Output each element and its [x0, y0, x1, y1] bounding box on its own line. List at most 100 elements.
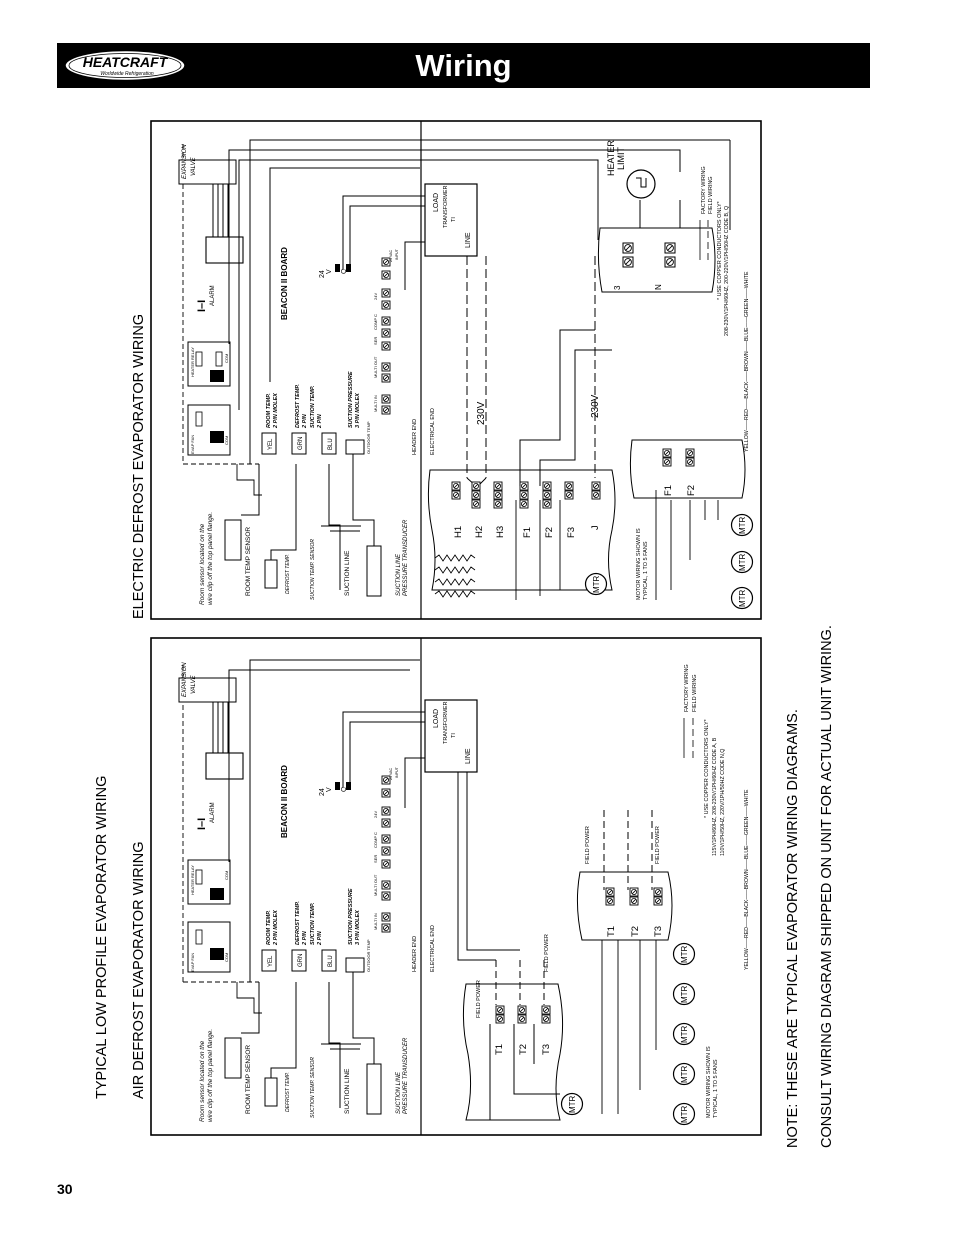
electrical-end-label: ELECTRICAL END — [430, 925, 436, 972]
comp-c-label: COMP C — [373, 314, 378, 330]
suction-temp-sensor-label: SUCTION TEMP. SENSOR — [310, 539, 316, 600]
transformer-label: TRANSFORMER — [443, 702, 449, 745]
header-end-label: HEADER END — [412, 419, 418, 455]
input-label: INPUT — [395, 248, 399, 260]
field-wiring-label: FIELD WIRING — [708, 176, 714, 214]
limit-label: LIMIT — [616, 146, 626, 170]
three-pin-molex-label: 3 PIN MOLEX — [355, 910, 361, 945]
wire-colors-legend: YELLOW——RED——BLACK——BROWN——BLUE——GREEN——… — [744, 789, 750, 970]
ti-label: TI — [451, 733, 457, 738]
beacon-board-label: BEACON II BOARD — [280, 765, 289, 838]
defrost-temp-label: DEFROST TEMP. — [295, 384, 301, 428]
mtr-label: MTR — [680, 985, 689, 1003]
twentyfour-label: 24 — [319, 270, 326, 278]
electric-defrost-diagram: EXPANSION VALVE I–I ALARM HEATER RELAY C… — [150, 120, 762, 620]
room-temp-label: ROOM TEMP. — [266, 393, 272, 428]
three-pin-molex-label: 3 PIN MOLEX — [355, 393, 361, 428]
transformer-label: TRANSFORMER — [443, 186, 449, 229]
terminal-j: J — [590, 525, 601, 530]
air-codes-label-2: 110V/1PH/50HZ, 220V/1PH/50HZ CODE N,Q — [720, 749, 726, 856]
terminal-t3: T3 — [541, 1044, 552, 1055]
terminal-t2: T2 — [518, 1044, 529, 1055]
evap-fan-label: EVAP FAN — [190, 435, 195, 454]
mtr-label: MTR — [738, 553, 747, 571]
terminal-t2-right: T2 — [630, 926, 641, 937]
fan-terminal-f1: F1 — [663, 485, 674, 496]
suction-temp-label: SUCTION TEMP. — [310, 385, 316, 428]
mtr-label: MTR — [680, 1025, 689, 1043]
heatcraft-logo: HEATCRAFT Worldwide Refrigeration — [64, 49, 186, 82]
com-label: COM — [224, 354, 229, 363]
multi-in-label: MULTI IN — [373, 395, 378, 412]
v-label: V — [326, 269, 333, 274]
page-title: Wiring — [415, 48, 512, 83]
line-label: LINE — [465, 748, 472, 764]
terminal-f2: F2 — [544, 527, 555, 538]
yel-label: YEL — [268, 955, 274, 967]
evap-fan-label: EVAP FAN — [190, 953, 195, 972]
terminal-h2: H2 — [474, 526, 485, 538]
suction-line-label: SUCTION LINE — [344, 1068, 351, 1114]
molex-label: 2 PIN MOLEX — [273, 910, 279, 946]
field-wiring-label: FIELD WIRING — [692, 674, 698, 712]
suction-line-label: SUCTION LINE — [344, 550, 351, 596]
defrost-temp-label: DEFROST TEMP. — [295, 901, 301, 945]
suction-pressure-label: SUCTION PRESSURE — [348, 888, 354, 945]
heading-typical: TYPICAL LOW PROFILE EVAPORATOR WIRING — [94, 776, 110, 1099]
note-line-2: CONSULT WIRING DIAGRAM SHIPPED ON UNIT F… — [819, 625, 835, 1148]
alarm-label: ALARM — [210, 802, 216, 823]
line-label: LINE — [465, 232, 472, 248]
motor-wiring-note-1: MOTOR WIRING SHOWN IS — [636, 528, 642, 600]
input-label: INPUT — [395, 766, 399, 778]
wire-colors-legend: YELLOW——RED——BLACK——BROWN——BLUE——GREEN——… — [744, 271, 750, 452]
field-power-label-3: FIELD POWER — [585, 826, 591, 864]
two-pin-label: 2 PIN — [302, 930, 308, 946]
c-label: C — [341, 269, 348, 274]
multi-out-label: MULTI OUT — [373, 356, 378, 378]
com-label: COM — [224, 871, 229, 880]
use-copper-label: * USE COPPER CONDUCTORS ONLY* — [717, 200, 723, 300]
mtr-label: MTR — [680, 945, 689, 963]
heading-air-defrost: AIR DEFROST EVAPORATOR WIRING — [131, 841, 147, 1099]
valve-label: VALVE — [191, 156, 197, 176]
outdoor-temp-label: OUTDOOR TEMP — [366, 421, 371, 454]
factory-wiring-label: FACTORY WIRING — [684, 664, 690, 712]
blu-label: BLU — [328, 955, 334, 967]
grn-label: GRN — [298, 954, 304, 967]
heading-electric-defrost: ELECTRIC DEFROST EVAPORATOR WIRING — [131, 314, 147, 619]
c-label: C — [341, 787, 348, 792]
230v-label-1: 230V — [476, 401, 487, 425]
note-line-1: NOTE: THESE ARE TYPICAL EVAPORATOR WIRIN… — [785, 709, 801, 1148]
mtr-label: MTR — [738, 589, 747, 607]
ser-label: SER — [373, 337, 378, 345]
vac24-label: 24 VAC — [389, 767, 393, 780]
ser-label: SER — [373, 855, 378, 863]
mtr-label: MTR — [592, 575, 601, 593]
outdoor-temp-label: OUTDOOR TEMP — [366, 939, 371, 972]
yel-label: YEL — [268, 438, 274, 450]
beacon-board-label: BEACON II BOARD — [280, 247, 289, 320]
defrost-temp-sensor-label: DEFROST TEMP. — [285, 1072, 291, 1112]
mtr-label: MTR — [738, 516, 747, 534]
load-label: LOAD — [433, 193, 440, 212]
field-power-label-1: FIELD POWER — [476, 980, 482, 1018]
terminal-f3: F3 — [566, 527, 577, 538]
logo-tagline: Worldwide Refrigeration — [100, 71, 154, 77]
terminal-f1: F1 — [522, 527, 533, 538]
suction-line-italic-label: SUCTION LINE — [396, 553, 402, 596]
terminal-3: 3 — [613, 285, 622, 290]
factory-wiring-label: FACTORY WIRING — [701, 166, 707, 214]
room-temp-sensor-label: ROOM TEMP SENSOR — [245, 1045, 252, 1114]
vac24-label: 24 VAC — [389, 249, 393, 262]
room-temp-label: ROOM TEMP. — [266, 910, 272, 945]
v24-label: 24V — [373, 811, 378, 818]
terminal-t1: T1 — [494, 1044, 505, 1055]
air-codes-label-1: 115V/1PH/60HZ, 208-230V/1PH/60HZ CODE A,… — [712, 737, 718, 856]
page-header: HEATCRAFT Worldwide Refrigeration Wiring — [57, 43, 870, 88]
ti-label: TI — [451, 217, 457, 222]
terminal-h3: H3 — [495, 526, 506, 538]
pressure-transducer-label: PRESSURE TRANSDUCER — [403, 1037, 409, 1114]
field-power-label-4: FIELD POWER — [655, 826, 661, 864]
multi-in-label: MULTI IN — [373, 913, 378, 930]
room-sensor-note-1: Room sensor located on the — [199, 523, 206, 605]
